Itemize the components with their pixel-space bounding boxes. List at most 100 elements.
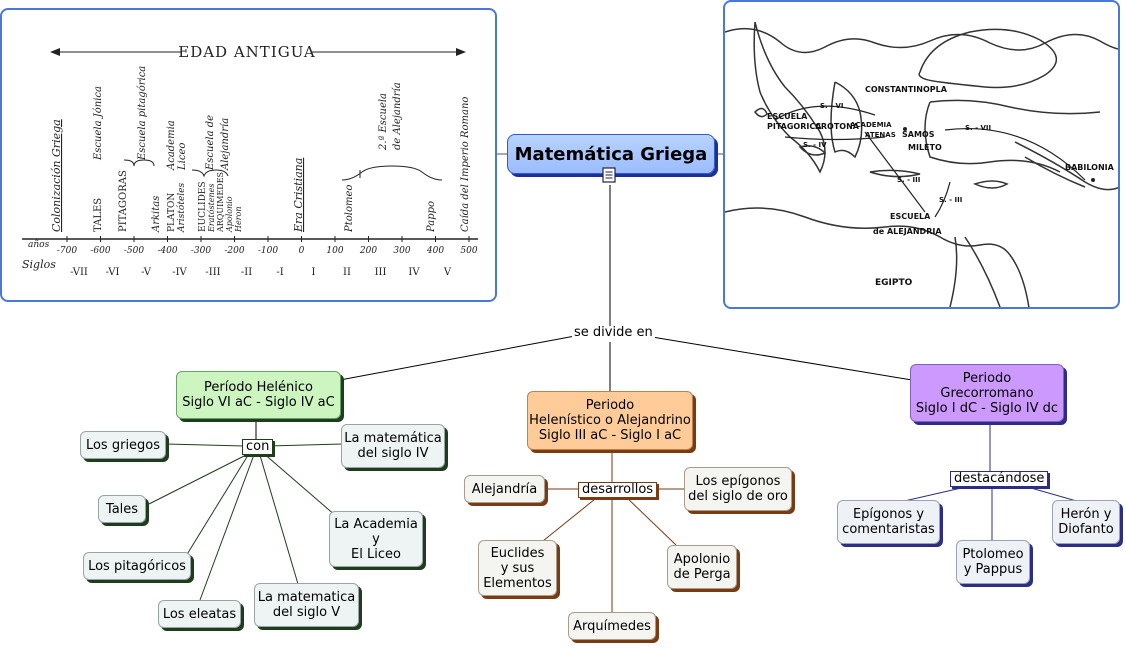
topic-apolonio[interactable]: Apolonio de Perga (667, 545, 737, 589)
map-s7: S. - VII (965, 124, 991, 132)
topic-academia-liceo-line-2: y (372, 531, 380, 547)
event-escuela-jonica: Escuela Jónica (93, 86, 104, 161)
topic-tales[interactable]: Tales (98, 495, 146, 523)
event-arquimedes: ARQUIMEDES (216, 172, 225, 233)
topic-academia-liceo[interactable]: La Academia y El Liceo (329, 511, 423, 567)
topic-matematica-siglo-v[interactable]: La matematica del siglo V (254, 583, 359, 627)
topic-heron-diofanto[interactable]: Herón y Diofanto (1052, 500, 1120, 544)
map-s3b: S. - III (939, 196, 962, 204)
timeline-year-label: 500 (460, 246, 477, 256)
map-constantinopla: CONSTANTINOPLA (865, 85, 948, 94)
map-escuela-alejandria-b: de ALEJANDRIA (873, 227, 942, 236)
period-grecorromano-line-1: Periodo (962, 370, 1012, 386)
topic-matematica-siglo-v-line-1: La matematica (257, 590, 356, 605)
timeline-century-label: -III (205, 267, 220, 278)
map-image: CONSTANTINOPLA ESCUELA PITAGORICA CROTON… (723, 0, 1120, 309)
event-de-alejandria: de Alejandría (392, 82, 403, 150)
period-helenico-line-2: Siglo VI aC - Siglo IV aC (182, 395, 335, 410)
topic-heron-diofanto-line-2: Diofanto (1058, 522, 1114, 537)
topic-los-pitagoricos-text: Los pitagóricos (88, 558, 186, 574)
timeline-year-label: 300 (393, 246, 410, 256)
topic-epigonos-siglo-oro-line-2: del siglo de oro (688, 489, 788, 504)
topic-euclides[interactable]: Euclides y sus Elementos (478, 540, 557, 596)
timeline-year-label: 100 (326, 246, 343, 256)
topic-academia-liceo-line-1: La Academia (334, 516, 418, 532)
period-alejandrino-line-3: Siglo III aC - Siglo I aC (538, 428, 682, 443)
map-atenas: ATENAS (865, 131, 896, 139)
timeline-century-label: -VI (106, 267, 120, 278)
timeline-century-label: -IV (172, 267, 187, 278)
topic-los-eleatas-text: Los eleatas (162, 606, 237, 622)
event-ptolomeo: Ptolomeo (344, 185, 355, 233)
map-escuela-pitagorica-b: PITAGORICA (767, 122, 822, 131)
event-liceo: Liceo (177, 143, 188, 171)
root-node[interactable]: Matemática Griega (507, 134, 715, 174)
timeline-century-label: -I (276, 267, 283, 278)
topic-los-pitagoricos[interactable]: Los pitagóricos (83, 552, 191, 580)
topic-apolonio-line-2: de Perga (673, 567, 731, 582)
timeline-year-label: -400 (157, 246, 177, 256)
document-icon[interactable] (602, 167, 616, 183)
event-arkitas: Arkitas (151, 196, 162, 233)
topic-arquimedes[interactable]: Arquímedes (568, 612, 656, 640)
timeline-year-label: -100 (258, 246, 278, 256)
period-grecorromano-line-3: Siglo I dC - Siglo IV dc (915, 400, 1059, 416)
period-helenico[interactable]: Período Helénico Siglo VI aC - Siglo IV … (176, 371, 341, 419)
map-egipto: EGIPTO (875, 278, 913, 288)
map-crotona: CROTONA (815, 122, 860, 131)
era-label: EDAD ANTIGUA (178, 43, 316, 61)
event-aristoteles: Aristóteles (176, 183, 187, 233)
event-pitagoras: PITAGORAS (118, 170, 129, 232)
timeline-year-label: -600 (90, 246, 110, 256)
topic-euclides-line-3: Elementos (483, 575, 552, 591)
period-helenico-line-1: Período Helénico (204, 380, 313, 395)
map-samos: SAMOS (902, 130, 935, 139)
event-pappo: Pappo (426, 201, 437, 233)
link-label-se-divide-en: se divide en (572, 325, 655, 340)
period-grecorromano[interactable]: Periodo Grecorromano Siglo I dC - Siglo … (910, 364, 1064, 422)
timeline-year-label: 200 (359, 246, 377, 256)
topic-matematica-siglo-v-line-2: del siglo V (272, 605, 341, 620)
topic-los-griegos[interactable]: Los griegos (80, 431, 166, 459)
topic-heron-diofanto-line-1: Herón y (1060, 507, 1112, 522)
timeline-century-label: -V (141, 267, 152, 278)
topic-epigonos-siglo-oro[interactable]: Los epígonos del siglo de oro (684, 467, 792, 511)
map-s4: S. - IV (803, 141, 827, 149)
timeline-year-label: 0 (299, 246, 305, 256)
period-alejandrino[interactable]: Periodo Helenístico o Alejandrino Siglo … (527, 391, 693, 450)
centuries-label: Siglos (22, 258, 56, 271)
topic-matematica-siglo-iv-line-2: del siglo IV (357, 446, 429, 461)
event-apolonio: Apolonio (225, 196, 234, 233)
topic-epigonos-comentaristas[interactable]: Epígonos y comentaristas (837, 500, 940, 544)
event-tales: TALES (93, 198, 104, 232)
event-caida: Caída del Imperio Romano (460, 97, 471, 232)
connector-desarrollos: desarrollos (578, 482, 658, 498)
topic-alejandria[interactable]: Alejandría (464, 475, 545, 503)
topic-academia-liceo-line-3: El Liceo (351, 546, 401, 562)
event-academia: Academia (166, 120, 177, 171)
topic-arquimedes-text: Arquímedes (573, 618, 651, 634)
map-drawing: CONSTANTINOPLA ESCUELA PITAGORICA CROTON… (725, 21, 1118, 307)
event-platon: PLATON (167, 193, 177, 232)
map-s6: S. - VI (820, 102, 844, 110)
connector-con: con (242, 439, 274, 455)
event-escuela-pitagorica: Escuela pitagórica (137, 66, 148, 161)
topic-epigonos-comentaristas-line-2: comentaristas (842, 522, 935, 537)
topic-euclides-line-2: y sus (500, 560, 535, 576)
timeline-image: EDAD ANTIGUA años Siglos -700-600-500-40… (0, 8, 497, 302)
event-alejandria: Alejandría (220, 118, 231, 171)
topic-matematica-siglo-iv-line-1: La matemática (344, 431, 442, 446)
timeline-year-label: -300 (191, 246, 211, 256)
map-mileto: MILETO (908, 143, 942, 152)
topic-los-eleatas[interactable]: Los eleatas (158, 600, 241, 628)
topic-ptolomeo-pappus-line-1: Ptolomeo (962, 547, 1024, 562)
topic-ptolomeo-pappus[interactable]: Ptolomeo y Pappus (956, 540, 1030, 584)
timeline-century-label: IV (408, 267, 420, 278)
period-grecorromano-line-2: Grecorromano (940, 385, 1034, 401)
topic-matematica-siglo-iv[interactable]: La matemática del siglo IV (341, 424, 445, 468)
timeline-year-label: 400 (426, 246, 444, 256)
topic-los-griegos-text: Los griegos (85, 437, 161, 453)
event-segunda-escuela: 2.ª Escuela (378, 93, 389, 151)
event-era-cristiana: Era Cristiana (292, 158, 305, 233)
